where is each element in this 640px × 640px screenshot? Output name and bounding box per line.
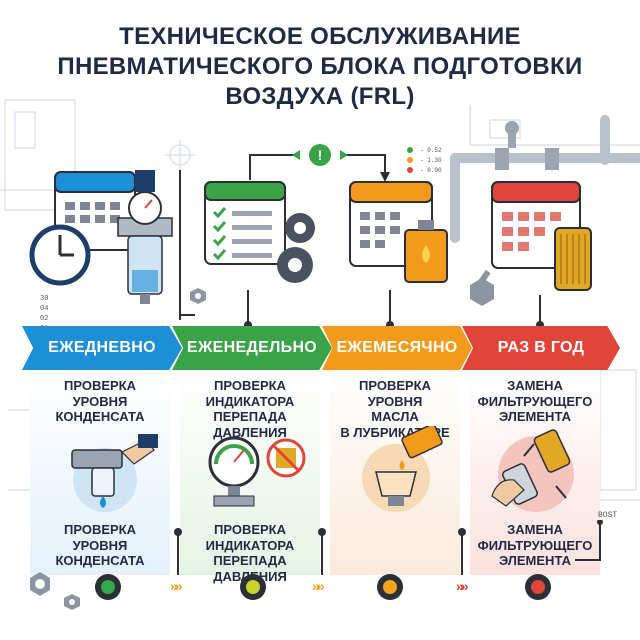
side-scale-c: 02 — [40, 315, 48, 323]
pressure-check-illustration — [208, 436, 306, 507]
nut-icon — [190, 288, 206, 304]
side-scale-a: 30 — [40, 295, 48, 303]
pressure-gauge-icon — [208, 436, 260, 507]
side-scale-b: 04 — [40, 305, 48, 313]
oil-can-icon — [404, 220, 448, 283]
stage-band-weekly: ЕЖЕНЕДЕЛЬНО — [172, 326, 332, 370]
page-title: ТЕХНИЧЕСКОЕ ОБСЛУЖИВАНИЕ ПНЕВМАТИЧЕСКОГО… — [0, 22, 640, 112]
title-line-3: ВОЗДУХА (FRL) — [225, 83, 415, 110]
oil-drop-icon — [362, 426, 443, 512]
stage-label-weekly: ЕЖЕНЕДЕЛЬНО — [186, 339, 318, 356]
stage-label-daily: ЕЖЕДНЕВНО — [48, 339, 156, 356]
svg-text:!: ! — [318, 147, 323, 163]
stage-panel-weekly: ПРОВЕРКА ИНДИКАТОРА ПЕРЕПАДА ДАВЛЕНИЯ ПР… — [180, 370, 320, 584]
gear-icon — [277, 213, 315, 283]
stage-band-yearly: РАЗ В ГОД — [462, 326, 620, 370]
status-dot-monthly — [377, 574, 403, 600]
filter-cartridge-icon — [554, 227, 592, 291]
corner-mark: BOST — [598, 511, 618, 520]
stage-panel-monthly: ПРОВЕРКА УРОВНЯ МАСЛА В ЛУБРИКАТОРЕ — [330, 370, 460, 575]
status-dot-weekly-fill — [246, 580, 260, 594]
bolt-icon — [470, 269, 494, 306]
clock-icon — [29, 224, 91, 286]
gauge-readout-2: - 1.30 — [420, 157, 442, 164]
title-line-2: ПНЕВМАТИЧЕСКОГО БЛОКА ПОДГОТОВКИ — [57, 53, 583, 80]
stage-panel-yearly: ЗАМЕНА ФИЛЬТРУЮЩЕГО ЭЛЕМЕНТА ЗАМЕНА ФИЛЬ… — [470, 370, 600, 575]
title-line-1: ТЕХНИЧЕСКОЕ ОБСЛУЖИВАНИЕ — [119, 23, 521, 50]
chevron-right-icon: »» — [312, 578, 324, 594]
bottom-timeline — [30, 520, 603, 610]
gauge-readout-3: - 0.00 — [420, 167, 442, 174]
stage-label-yearly: РАЗ В ГОД — [497, 339, 585, 356]
checklist-icon — [204, 181, 286, 265]
stage-label-monthly: ЕЖЕМЕСЯЧНО — [336, 339, 458, 356]
task-yearly-bottom: ЗАМЕНА ФИЛЬТРУЮЩЕГО ЭЛЕМЕНТА — [477, 522, 593, 568]
task-yearly-top: ЗАМЕНА ФИЛЬТРУЮЩЕГО ЭЛЕМЕНТА — [477, 378, 593, 424]
exclamation-icon: ! — [309, 144, 331, 166]
gauge-readout-1: - 0.52 — [420, 147, 442, 154]
nut-icon — [30, 572, 80, 610]
no-clog-icon — [266, 438, 306, 478]
status-dot-yearly-fill — [531, 580, 545, 594]
drain-hand-icon — [71, 434, 158, 512]
replace-filter-icon — [491, 429, 574, 512]
status-dot-daily — [95, 574, 121, 600]
status-dot-daily-fill — [101, 580, 115, 594]
chevron-right-icon: »» — [170, 578, 182, 594]
task-daily-top: ПРОВЕРКА УРОВНЯ КОНДЕНСАТА — [55, 378, 145, 424]
status-dot-weekly — [240, 574, 266, 600]
stage-band-daily: ЕЖЕДНЕВНО — [22, 326, 182, 370]
status-dot-monthly-fill — [383, 580, 397, 594]
top-illustrations: ! 30 04 02 01 — [29, 144, 592, 330]
task-daily-bottom: ПРОВЕРКА УРОВНЯ КОНДЕНСАТА — [55, 522, 145, 568]
status-dot-yearly — [525, 574, 551, 600]
gauge-readout: - 0.52 - 1.30 - 0.00 — [407, 147, 442, 174]
stage-band-monthly: ЕЖЕМЕСЯЧНО — [322, 326, 472, 370]
task-weekly-top: ПРОВЕРКА ИНДИКАТОРА ПЕРЕПАДА ДАВЛЕНИЯ — [205, 378, 295, 440]
chevron-right-icon: »» — [456, 578, 468, 594]
stage-panel-daily: ПРОВЕРКА УРОВНЯ КОНДЕНСАТА ПРОВЕРКА УРОВ… — [30, 370, 170, 575]
frl-unit-icon — [117, 170, 173, 304]
side-scale: 30 04 02 01 — [40, 295, 48, 330]
flow-arrows — [179, 154, 386, 320]
